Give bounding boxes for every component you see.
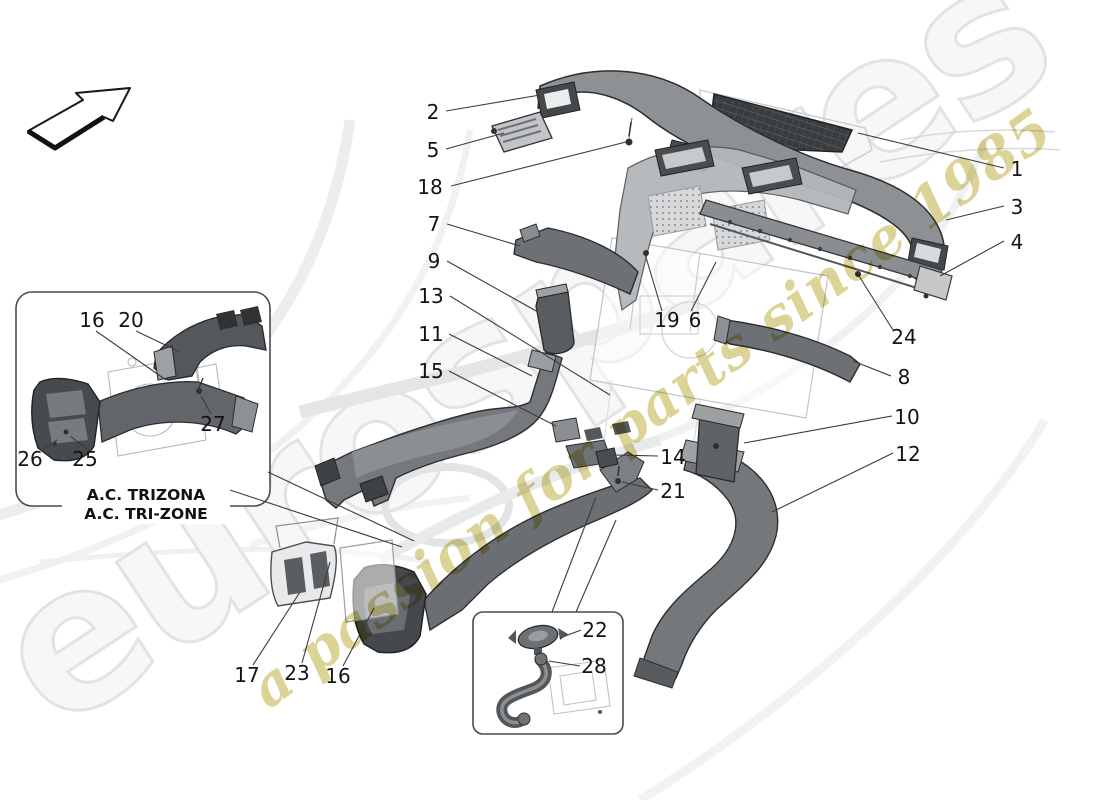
ac-trizone-line2: A.C. TRI-ZONE	[84, 505, 208, 523]
callout-13: 13	[418, 284, 444, 308]
callout-7: 7	[427, 212, 441, 236]
callout-28: 28	[581, 654, 607, 678]
part-8-duct	[713, 315, 861, 383]
callout-5: 5	[426, 138, 440, 162]
callout-24: 24	[891, 325, 917, 349]
inset-part-20-duct	[153, 306, 267, 381]
callout-8: 8	[897, 365, 911, 389]
small-brackets-cluster	[551, 417, 631, 469]
callout-19: 19	[654, 308, 680, 332]
callout-16-inset: 16	[79, 308, 105, 332]
leader-lines	[40, 94, 1005, 667]
ac-trizone-line1: A.C. TRIZONA	[86, 486, 206, 504]
direction-arrow-icon	[26, 87, 131, 151]
callout-17: 17	[234, 663, 260, 687]
callout-4: 4	[1010, 230, 1024, 254]
callout-11: 11	[418, 322, 444, 346]
part-7-duct	[513, 223, 639, 295]
callout-21: 21	[660, 479, 686, 503]
callout-12: 12	[895, 442, 921, 466]
part-10-duct	[691, 403, 745, 483]
part-9-duct	[535, 283, 575, 355]
callout-26: 26	[17, 447, 43, 471]
part-11-y-duct	[314, 349, 563, 509]
callout-1: 1	[1010, 157, 1024, 181]
callout-9: 9	[427, 249, 441, 273]
part-5-control-unit	[491, 111, 553, 153]
part-17-vent-assembly	[270, 517, 399, 623]
callout-22: 22	[582, 618, 608, 642]
inset-part-16-duct	[31, 377, 259, 462]
callout-10: 10	[894, 405, 920, 429]
inset-box-tri-zone	[15, 291, 271, 507]
ac-trizone-label: A.C. TRIZONA A.C. TRI-ZONE	[62, 486, 230, 524]
callout-3: 3	[1010, 195, 1024, 219]
callout-27: 27	[200, 412, 226, 436]
callout-20: 20	[118, 308, 144, 332]
part-4-end-bracket	[913, 265, 953, 301]
callout-2: 2	[426, 100, 440, 124]
callout-16-floor: 16	[325, 664, 351, 688]
callout-14: 14	[660, 445, 686, 469]
callout-18: 18	[417, 175, 443, 199]
callout-6: 6	[688, 308, 702, 332]
inset-part-28-hose	[496, 652, 552, 728]
part-12-s-duct	[633, 439, 779, 689]
part-3-dashboard-rail	[699, 199, 953, 301]
callout-23: 23	[284, 661, 310, 685]
inset-part-22-cap	[508, 624, 568, 655]
inset-box-hose	[472, 611, 624, 735]
fastener-screws	[615, 121, 861, 484]
callout-25: 25	[72, 447, 98, 471]
callout-15: 15	[418, 359, 444, 383]
